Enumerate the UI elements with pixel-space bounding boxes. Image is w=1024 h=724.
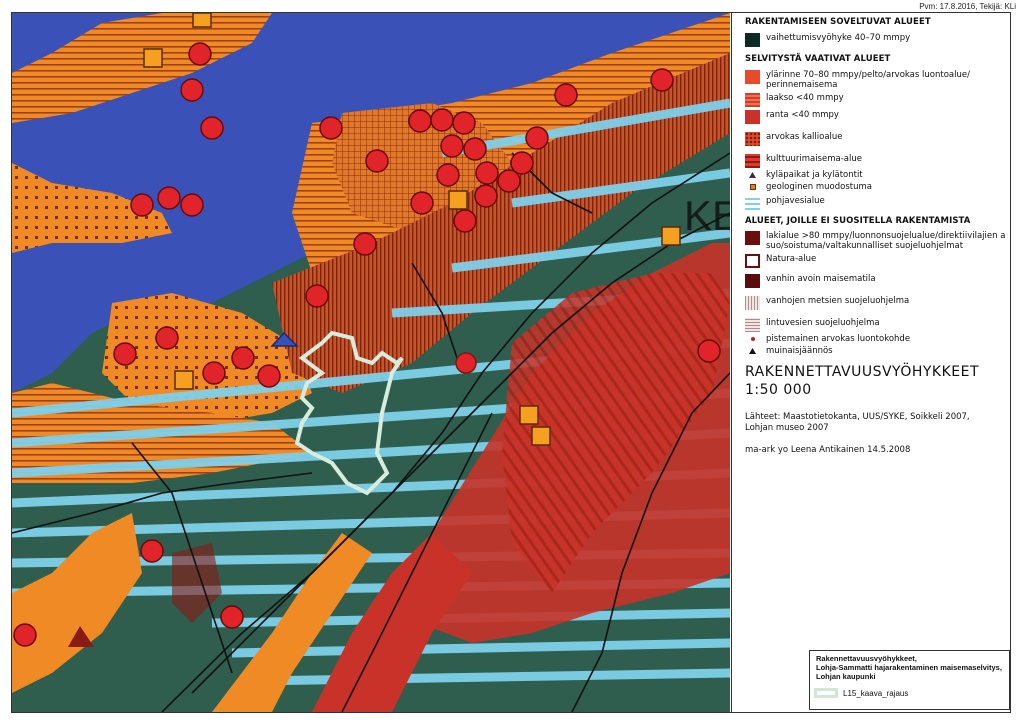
legend-section-study: SELVITYSTÄ VAATIVAT ALUEET xyxy=(745,54,891,64)
legend-item-natura: Natura-alue xyxy=(745,254,1011,268)
legend-swatch xyxy=(745,274,760,288)
legend-section-not-recommended: ALUEET, JOILLE EI SUOSITELLA RAKENTAMIST… xyxy=(745,216,971,226)
inset-title: Rakennettavuusvyöhykkeet, Lohja-Sammatti… xyxy=(816,654,1002,681)
orange-southwest xyxy=(12,513,142,693)
legend-swatch xyxy=(745,254,760,268)
legend-swatch xyxy=(745,196,760,210)
legend-swatch xyxy=(745,296,760,310)
red-south-band xyxy=(312,533,472,712)
natura-area xyxy=(502,273,730,593)
map-scale: 1:50 000 xyxy=(745,382,812,398)
legend-section-suitable: RAKENTAMISEEN SOVELTUVAT ALUEET xyxy=(745,17,931,27)
map-title: RAKENNETTAVUUSVYÖHYKKEET xyxy=(745,364,980,380)
road-network xyxy=(12,152,730,712)
legend-item-kulttuuri: kulttuurimaisema-alue xyxy=(745,154,1011,168)
map-area[interactable]: KE xyxy=(12,13,730,712)
legend-item-geolog: geologinen muodostuma xyxy=(745,182,1011,192)
dot-icon xyxy=(745,334,760,344)
inset-item-boundary: L15_kaava_rajaus xyxy=(814,688,1009,698)
boundary-swatch xyxy=(814,688,838,698)
legend-item-pistemainen: pistemainen arvokas luontokohde xyxy=(745,334,1011,344)
village-site-marker xyxy=(270,331,299,347)
legend-item-ranta: ranta <40 mmpy xyxy=(745,110,1011,124)
geological-formation-points xyxy=(143,13,681,446)
square-icon xyxy=(745,182,760,192)
ancient-monument-marker xyxy=(68,626,94,647)
legend-swatch xyxy=(745,231,760,245)
legend-swatch xyxy=(745,33,760,47)
legend-swatch xyxy=(745,93,760,107)
orange-south-band xyxy=(212,533,372,712)
map-canvas[interactable]: KE xyxy=(12,13,730,712)
map-legend: RAKENTAMISEEN SOVELTUVAT ALUEET vaihettu… xyxy=(731,13,1011,712)
legend-item-laakso: laakso <40 mmpy xyxy=(745,93,1011,107)
plan-boundary xyxy=(294,330,404,496)
legend-item-pohjavesi: pohjavesialue xyxy=(745,196,1011,210)
triangle-icon xyxy=(745,346,760,356)
legend-item-kallio: arvokas kallioalue xyxy=(745,132,1011,146)
legend-swatch xyxy=(745,110,760,124)
legend-item-laki: lakialue >80 mmpy/luonnonsuojelualue/dir… xyxy=(745,231,1011,251)
legend-swatch xyxy=(745,132,760,146)
date-author-note: Pvm: 17.8.2016, Tekijä: KLi xyxy=(919,2,1016,11)
valley-stripe-zone xyxy=(272,53,730,393)
map-sources: Lähteet: Maastotietokanta, UUS/SYKE, Soi… xyxy=(745,412,970,433)
map-credit: ma-ark yo Leena Antikainen 14.5.2008 xyxy=(745,445,911,455)
legend-item-vanhin: vanhin avoin maisematila xyxy=(745,274,1011,288)
legend-item-kyla: kyläpaikat ja kylätontit xyxy=(745,170,1011,180)
triangle-icon xyxy=(745,170,760,180)
legend-item-metsat: vanhojen metsien suojeluohjelma xyxy=(745,296,1011,310)
legend-swatch xyxy=(745,154,760,168)
legend-swatch xyxy=(745,318,760,332)
legend-item-muinais: muinaisjäännös xyxy=(745,346,1011,356)
inset-legend-box: Rakennettavuusvyöhykkeet, Lohja-Sammatti… xyxy=(809,650,1010,710)
map-frame xyxy=(11,12,1011,713)
natural-sites-points xyxy=(13,42,721,647)
legend-swatch xyxy=(745,70,760,84)
legend-item-vaihettumis: vaihettumisvyöhyke 40–70 mmpy xyxy=(745,33,1011,47)
orange-peninsula-top xyxy=(12,13,272,123)
legend-item-lintuvesi: lintuvesien suojeluohjelma xyxy=(745,318,1011,332)
legend-item-ylarinne: ylärinne 70–80 mmpy/pelto/arvokas luonto… xyxy=(745,70,1011,90)
orange-island-left xyxy=(12,163,172,253)
place-name-label: KE xyxy=(684,192,730,239)
